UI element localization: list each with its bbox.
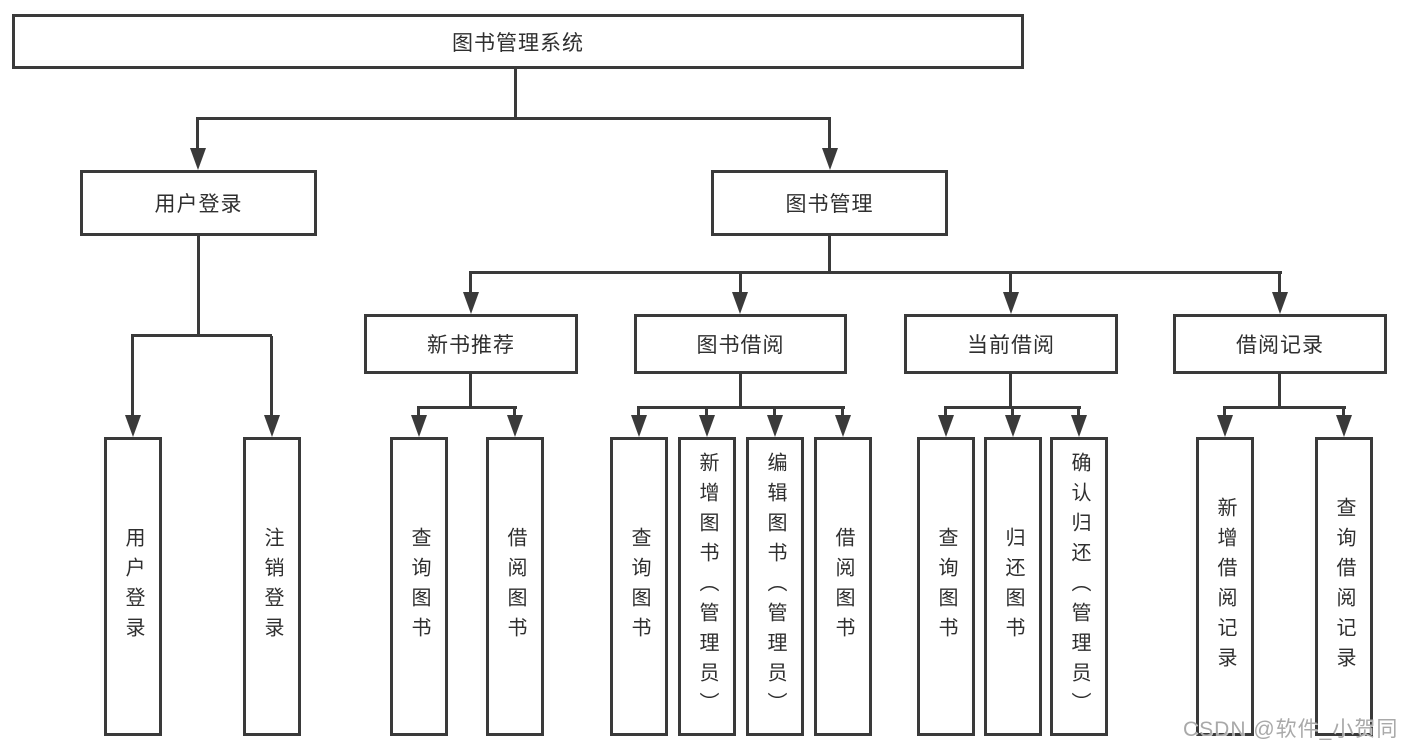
connector-hline — [944, 406, 1081, 409]
node-label: 图书管理 — [785, 193, 874, 216]
connector-arrowhead — [767, 415, 783, 437]
connector-hline — [196, 117, 831, 120]
connector-vline — [196, 119, 199, 148]
leaf-label: 归还图书 — [1002, 526, 1024, 647]
leaf-label: 注销登录 — [261, 526, 283, 647]
node-borrowing-records: 借阅记录 — [1173, 314, 1387, 374]
node-book-borrowing: 图书借阅 — [634, 314, 847, 374]
leaf-label: 借阅图书 — [504, 526, 526, 647]
leaf-edit-books-admin: 编辑图书（管理员） — [746, 437, 804, 736]
connector-vline — [417, 408, 420, 415]
node-book-management-branch: 图书管理 — [711, 170, 948, 236]
connector-vline — [514, 69, 517, 119]
leaf-label: 借阅图书 — [832, 526, 854, 647]
leaf-label: 编辑图书（管理员） — [764, 451, 786, 722]
connector-vline — [1009, 272, 1012, 292]
connector-vline — [828, 119, 831, 148]
connector-arrowhead — [1217, 415, 1233, 437]
connector-arrowhead — [190, 148, 206, 170]
connector-arrowhead — [732, 292, 748, 314]
connector-arrowhead — [1005, 415, 1021, 437]
connector-arrowhead — [631, 415, 647, 437]
connector-arrowhead — [411, 415, 427, 437]
connector-arrowhead — [1272, 292, 1288, 314]
connector-vline — [1077, 408, 1080, 415]
connector-vline — [469, 272, 472, 292]
connector-vline — [705, 408, 708, 415]
leaf-label: 查询图书 — [408, 526, 430, 647]
leaf-label: 查询借阅记录 — [1333, 496, 1355, 677]
connector-vline — [1342, 408, 1345, 415]
connector-vline — [637, 408, 640, 415]
leaf-query-borrow-record: 查询借阅记录 — [1315, 437, 1373, 736]
connector-arrowhead — [463, 292, 479, 314]
connector-vline — [469, 374, 472, 408]
leaf-label: 新增图书（管理员） — [696, 451, 718, 722]
connector-vline — [1009, 374, 1012, 408]
connector-hline — [637, 406, 845, 409]
leaf-query-books-current: 查询图书 — [917, 437, 975, 736]
leaf-label: 新增借阅记录 — [1214, 496, 1236, 677]
connector-vline — [773, 408, 776, 415]
node-label: 用户登录 — [154, 193, 243, 216]
node-user-login-branch: 用户登录 — [80, 170, 317, 236]
leaf-label: 用户登录 — [122, 526, 144, 647]
connector-vline — [131, 336, 134, 415]
leaf-label: 查询图书 — [935, 526, 957, 647]
connector-arrowhead — [699, 415, 715, 437]
leaf-return-books: 归还图书 — [984, 437, 1042, 736]
connector-vline — [944, 408, 947, 415]
connector-vline — [1223, 408, 1226, 415]
connector-hline — [131, 334, 272, 337]
connector-vline — [197, 236, 200, 336]
connector-vline — [828, 236, 831, 273]
connector-hline — [417, 406, 517, 409]
leaf-add-borrow-record: 新增借阅记录 — [1196, 437, 1254, 736]
csdn-watermark: CSDN @软件_小贺同学 — [1183, 718, 1399, 741]
connector-arrowhead — [264, 415, 280, 437]
connector-arrowhead — [1003, 292, 1019, 314]
connector-hline — [469, 271, 1282, 274]
node-label: 图书管理系统 — [452, 31, 584, 55]
connector-vline — [739, 374, 742, 408]
leaf-user-login: 用户登录 — [104, 437, 162, 736]
connector-arrowhead — [835, 415, 851, 437]
node-new-book-recommend: 新书推荐 — [364, 314, 578, 374]
leaf-borrow-books-borrowing: 借阅图书 — [814, 437, 872, 736]
connector-vline — [1278, 374, 1281, 408]
node-current-borrowing: 当前借阅 — [904, 314, 1118, 374]
connector-arrowhead — [507, 415, 523, 437]
leaf-add-books-admin: 新增图书（管理员） — [678, 437, 736, 736]
leaf-query-books-recommend: 查询图书 — [390, 437, 448, 736]
node-root-system: 图书管理系统 — [12, 14, 1024, 69]
connector-hline — [1223, 406, 1346, 409]
node-label: 图书借阅 — [696, 334, 785, 357]
connector-vline — [270, 336, 273, 415]
connector-vline — [513, 408, 516, 415]
connector-vline — [1278, 272, 1281, 292]
connector-arrowhead — [822, 148, 838, 170]
leaf-borrow-books-recommend: 借阅图书 — [486, 437, 544, 736]
connector-vline — [1011, 408, 1014, 415]
connector-vline — [841, 408, 844, 415]
leaf-logout: 注销登录 — [243, 437, 301, 736]
leaf-query-books-borrowing: 查询图书 — [610, 437, 668, 736]
leaf-label: 确认归还（管理员） — [1068, 451, 1090, 722]
connector-arrowhead — [1336, 415, 1352, 437]
connector-vline — [739, 272, 742, 292]
node-label: 借阅记录 — [1236, 334, 1324, 357]
connector-arrowhead — [1071, 415, 1087, 437]
leaf-label: 查询图书 — [628, 526, 650, 647]
leaf-confirm-return-admin: 确认归还（管理员） — [1050, 437, 1108, 736]
connector-arrowhead — [125, 415, 141, 437]
node-label: 当前借阅 — [967, 334, 1055, 357]
node-label: 新书推荐 — [427, 334, 515, 357]
connector-arrowhead — [938, 415, 954, 437]
